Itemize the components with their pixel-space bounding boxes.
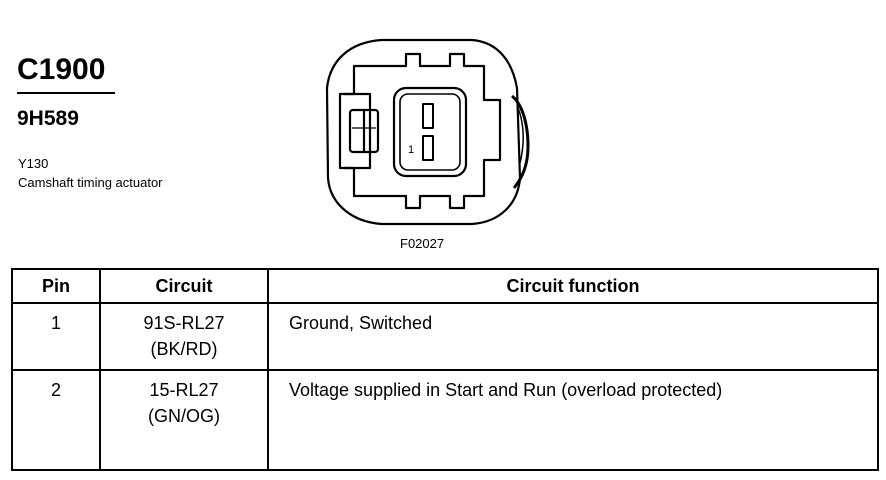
wire-color: (GN/OG) (148, 406, 220, 426)
header-pin: Pin (11, 268, 101, 304)
component-code: Y130 (18, 156, 49, 171)
table-header-row: Pin Circuit Circuit function (11, 268, 879, 304)
pin-cell: 1 (11, 302, 101, 371)
connector-terminal-block (392, 86, 468, 178)
title-underline (17, 92, 115, 94)
header-circuit: Circuit (99, 268, 269, 304)
connector-id: C1900 (17, 53, 106, 86)
part-number: 9H589 (17, 107, 79, 130)
figure-code: F02027 (400, 236, 445, 251)
pin-1-label: 1 (408, 144, 414, 156)
connector-lock-tab (344, 92, 372, 170)
connector-inner-wall (338, 52, 502, 210)
table-row: 2 15-RL27 (GN/OG) Voltage supplied in St… (11, 369, 879, 471)
circuit-number: 15-RL27 (149, 380, 219, 400)
circuit-cell: 91S-RL27 (BK/RD) (99, 302, 269, 371)
circuit-number: 91S-RL27 (143, 313, 225, 333)
component-description: Camshaft timing actuator (18, 175, 163, 190)
circuit-function-cell: Ground, Switched (267, 302, 879, 371)
table-row: 1 91S-RL27 (BK/RD) Ground, Switched (11, 302, 879, 371)
circuit-function-cell: Voltage supplied in Start and Run (overl… (267, 369, 879, 471)
connector-housing-outline (325, 38, 522, 226)
pin-cavity-2 (422, 103, 434, 129)
circuit-cell: 15-RL27 (GN/OG) (99, 369, 269, 471)
wire-color: (BK/RD) (150, 339, 218, 359)
connector-side-latch (510, 94, 530, 189)
pin-table: Pin Circuit Circuit function 1 91S-RL27 … (11, 268, 879, 471)
header-circuit-function: Circuit function (267, 268, 879, 304)
pin-cell: 2 (11, 369, 101, 471)
pin-cavity-1 (422, 135, 434, 161)
connector-face-drawing: 1 (325, 38, 530, 226)
